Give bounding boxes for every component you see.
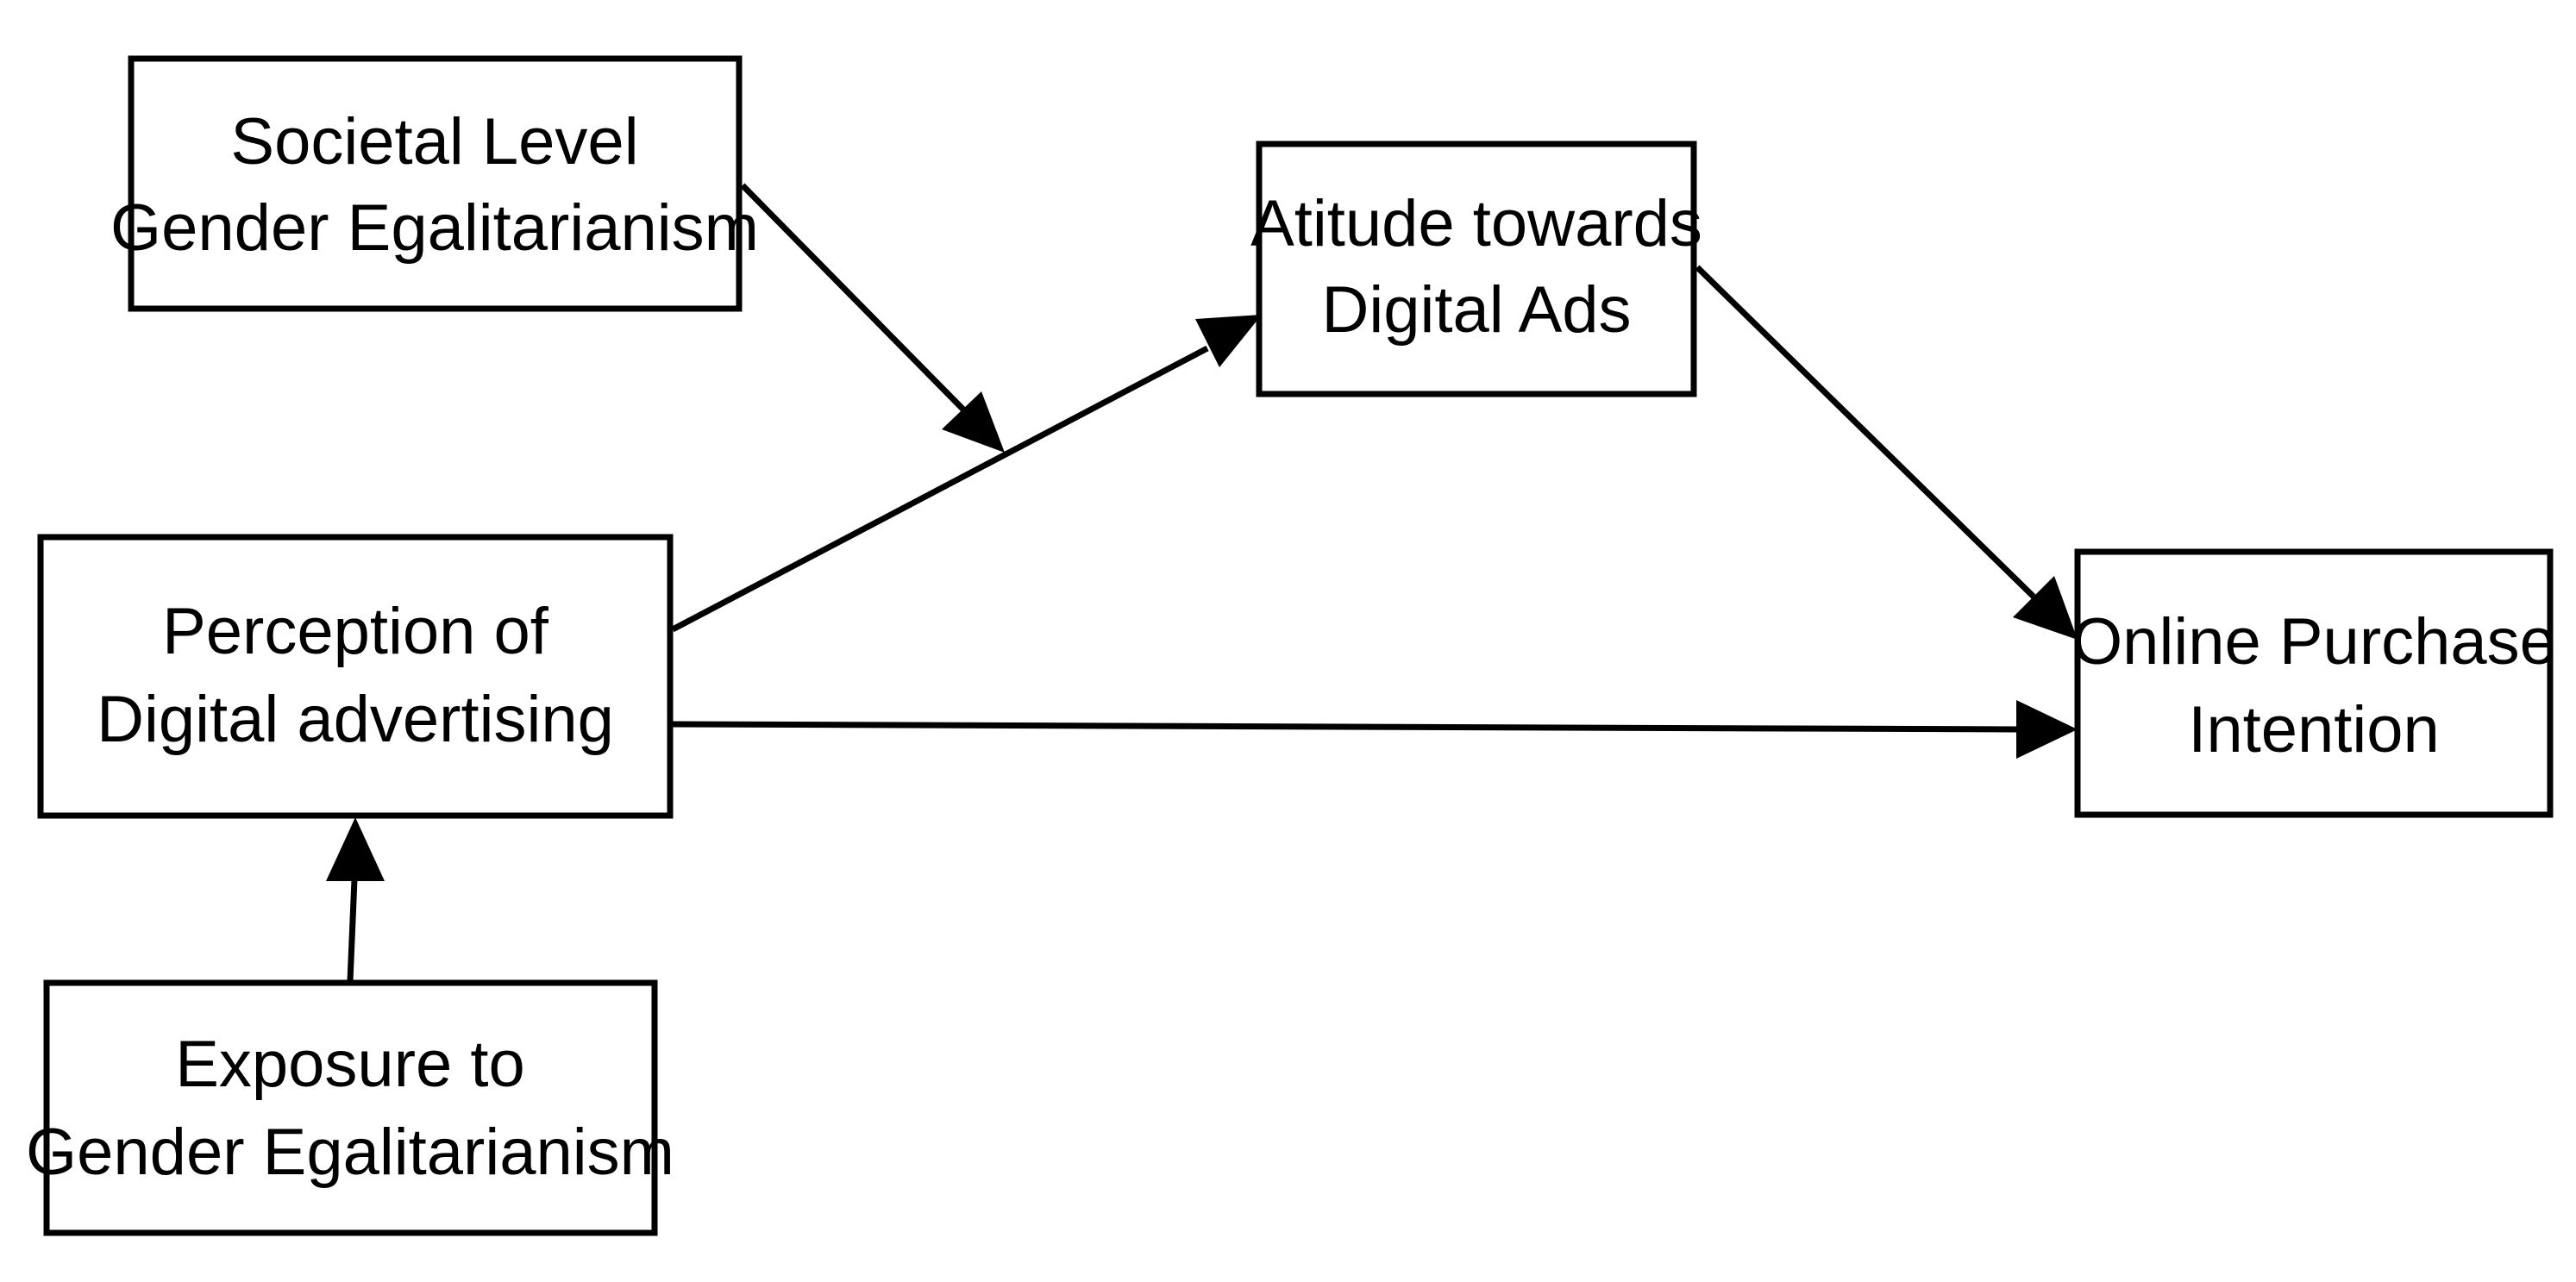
arrowhead-attitude-to-purchase bbox=[2013, 576, 2078, 640]
node-online-purchase-intention: Online Purchase Intention bbox=[2071, 548, 2556, 818]
edge-attitude-to-purchase bbox=[1695, 265, 2078, 640]
arrowhead-societal-moderation bbox=[942, 391, 1005, 453]
node-perception-digital-advertising: Perception of Digital advertising bbox=[37, 534, 674, 819]
edge-perception-to-attitude bbox=[671, 315, 1262, 633]
arrowhead-exposure-to-perception bbox=[326, 817, 385, 881]
node-societal-line2: Gender Egalitarianism bbox=[110, 191, 759, 265]
node-attitude-line1: Atitude towards bbox=[1250, 187, 1702, 260]
node-purchase-line1: Online Purchase bbox=[2071, 605, 2556, 679]
edge-exposure-to-perception bbox=[326, 817, 385, 982]
edge-perception-to-purchase bbox=[672, 700, 2078, 759]
node-perception-line2: Digital advertising bbox=[97, 683, 614, 756]
edge-societal-moderation bbox=[740, 183, 1005, 453]
node-exposure-gender-egalitarianism: Exposure to Gender Egalitarianism bbox=[26, 979, 674, 1236]
node-perception-line1: Perception of bbox=[162, 595, 549, 668]
arrowhead-perception-to-attitude bbox=[1195, 315, 1262, 367]
node-exposure-line2: Gender Egalitarianism bbox=[26, 1116, 674, 1189]
node-societal-line1: Societal Level bbox=[230, 105, 638, 178]
node-attitude-line2: Digital Ads bbox=[1321, 273, 1631, 347]
arrowhead-perception-to-purchase bbox=[2016, 700, 2078, 759]
node-attitude-digital-ads: Atitude towards Digital Ads bbox=[1250, 141, 1702, 397]
node-exposure-line1: Exposure to bbox=[175, 1028, 525, 1101]
node-purchase-line2: Intention bbox=[2188, 693, 2440, 766]
node-societal-gender-egalitarianism: Societal Level Gender Egalitarianism bbox=[110, 55, 759, 312]
